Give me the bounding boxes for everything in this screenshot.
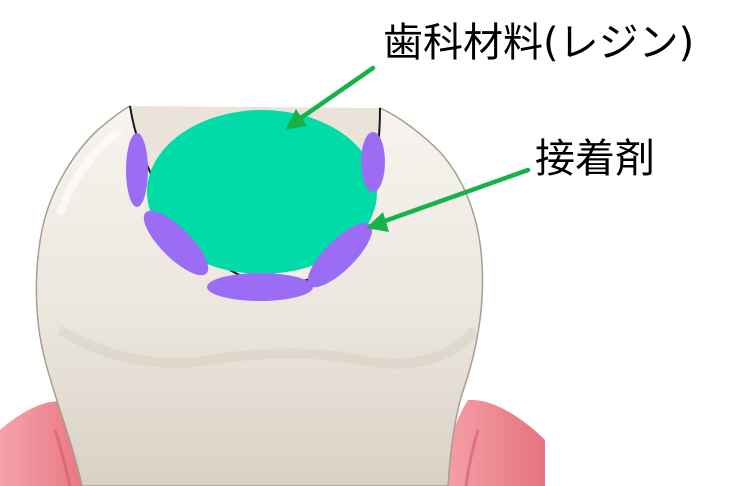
adhesive-blob-right-top [361, 132, 385, 192]
label-adhesive: 接着剤 [535, 136, 655, 182]
label-dental-material: 歯科材料(レジン) [383, 20, 694, 66]
adhesive-blob-left-top [126, 133, 148, 207]
adhesive-blob-bottom [207, 273, 313, 301]
